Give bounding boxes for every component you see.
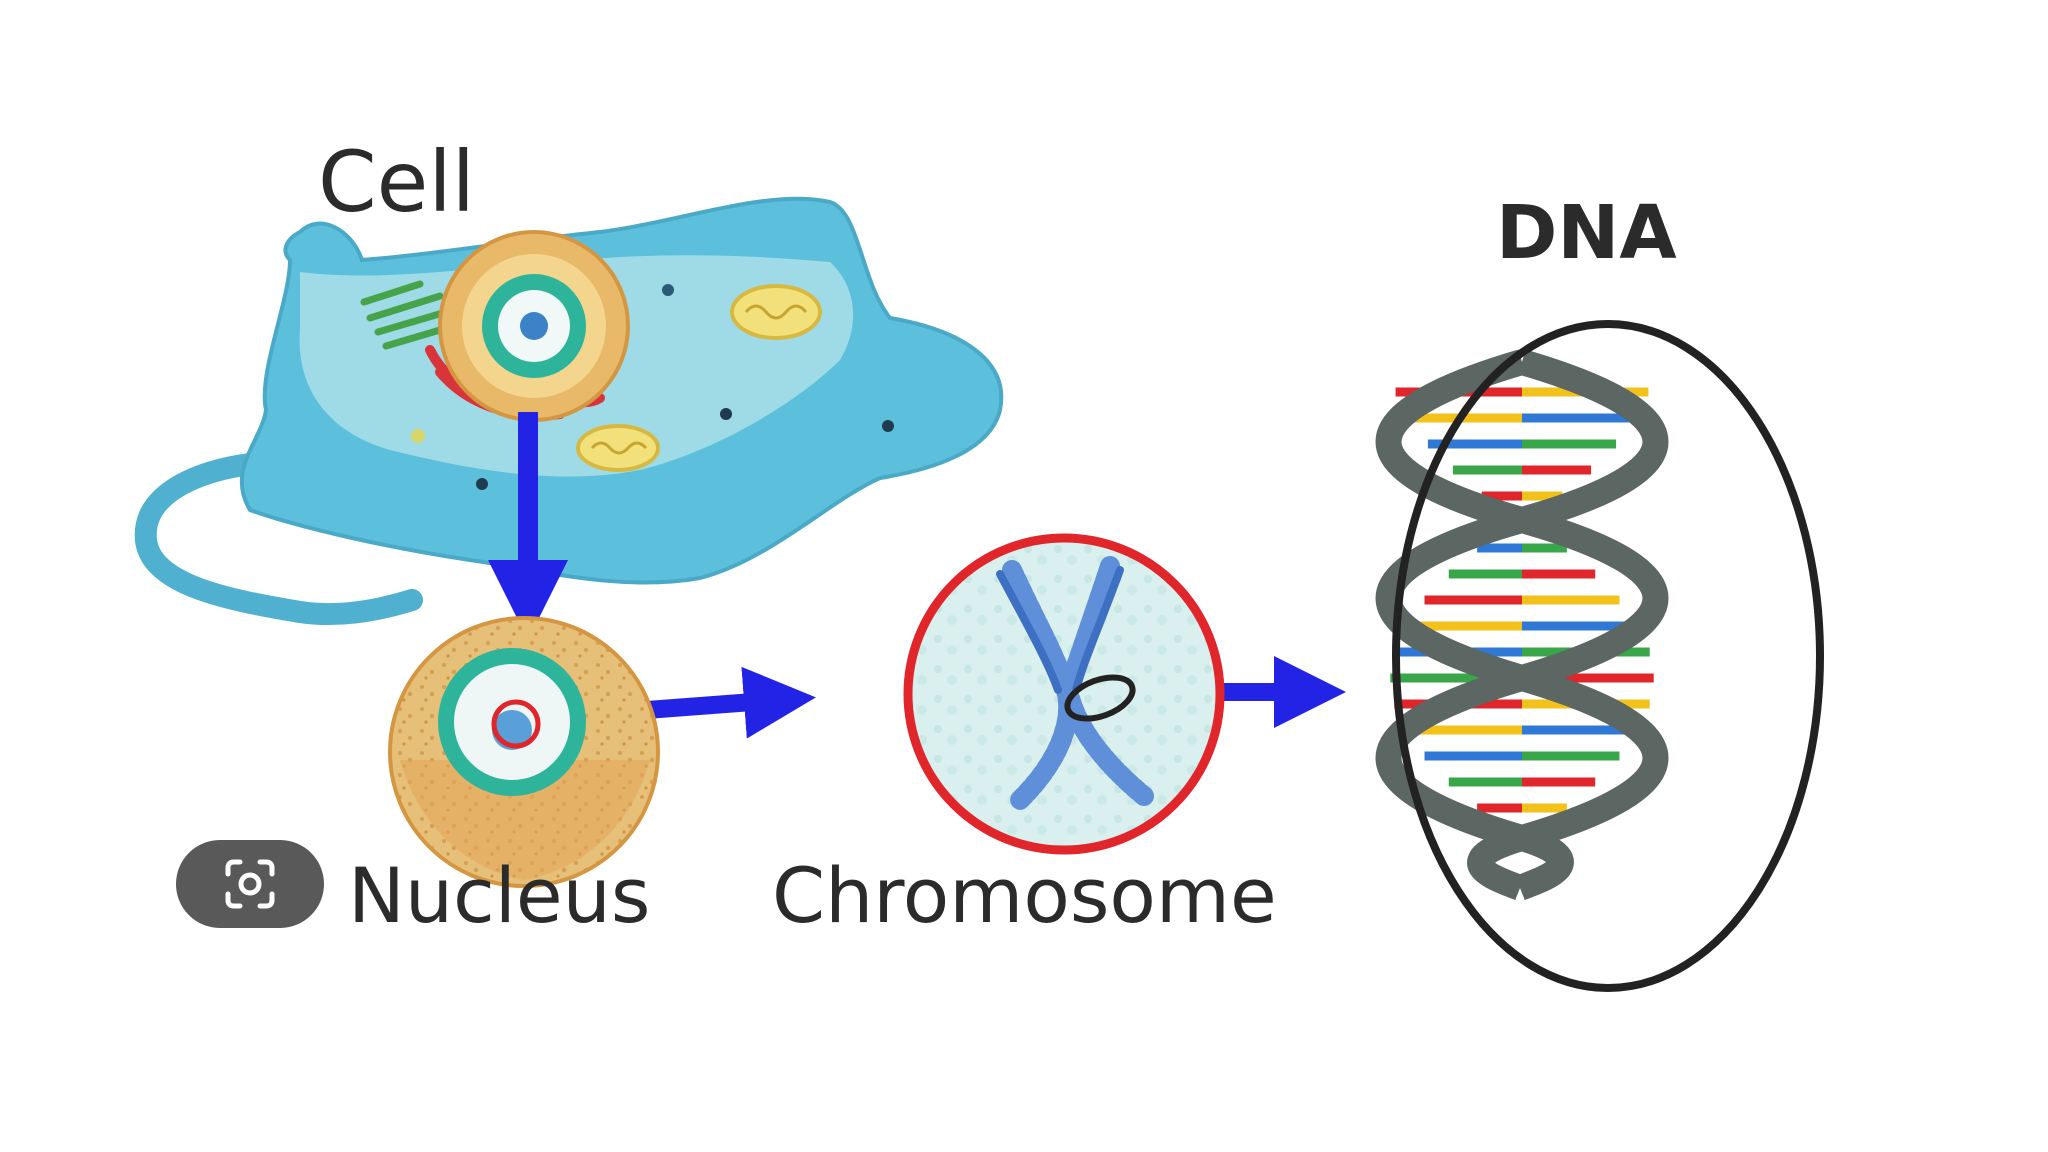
- chromosome-illustration: [903, 533, 1225, 855]
- dna-enclosing-ellipse: [1392, 320, 1824, 992]
- dna-label: DNA: [1496, 190, 1677, 276]
- mitochondrion: [576, 424, 660, 472]
- chromosome-label: Chromosome: [772, 851, 1277, 940]
- dna-illustration: [1375, 320, 1824, 992]
- mitochondrion: [730, 284, 822, 340]
- nucleus-illustration: [388, 616, 660, 888]
- cell-label: Cell: [318, 133, 476, 231]
- dna-base-pairs: [1390, 387, 1654, 839]
- chromosome-ring: [903, 533, 1225, 855]
- cell-flagellum: [134, 450, 423, 626]
- nucleolus-highlight-ring: [491, 699, 541, 749]
- chromosome-x: [996, 556, 1154, 810]
- visual-search-button[interactable]: [176, 840, 324, 928]
- dna-strand-b: [1375, 349, 1669, 901]
- dna-segment-marker: [1064, 674, 1136, 722]
- animal-cell: [134, 196, 1004, 626]
- cell-nucleus: [438, 230, 630, 422]
- golgi-organelle: [360, 280, 450, 350]
- visual-search-icon: [225, 859, 275, 909]
- nucleus-label: Nucleus: [348, 851, 651, 940]
